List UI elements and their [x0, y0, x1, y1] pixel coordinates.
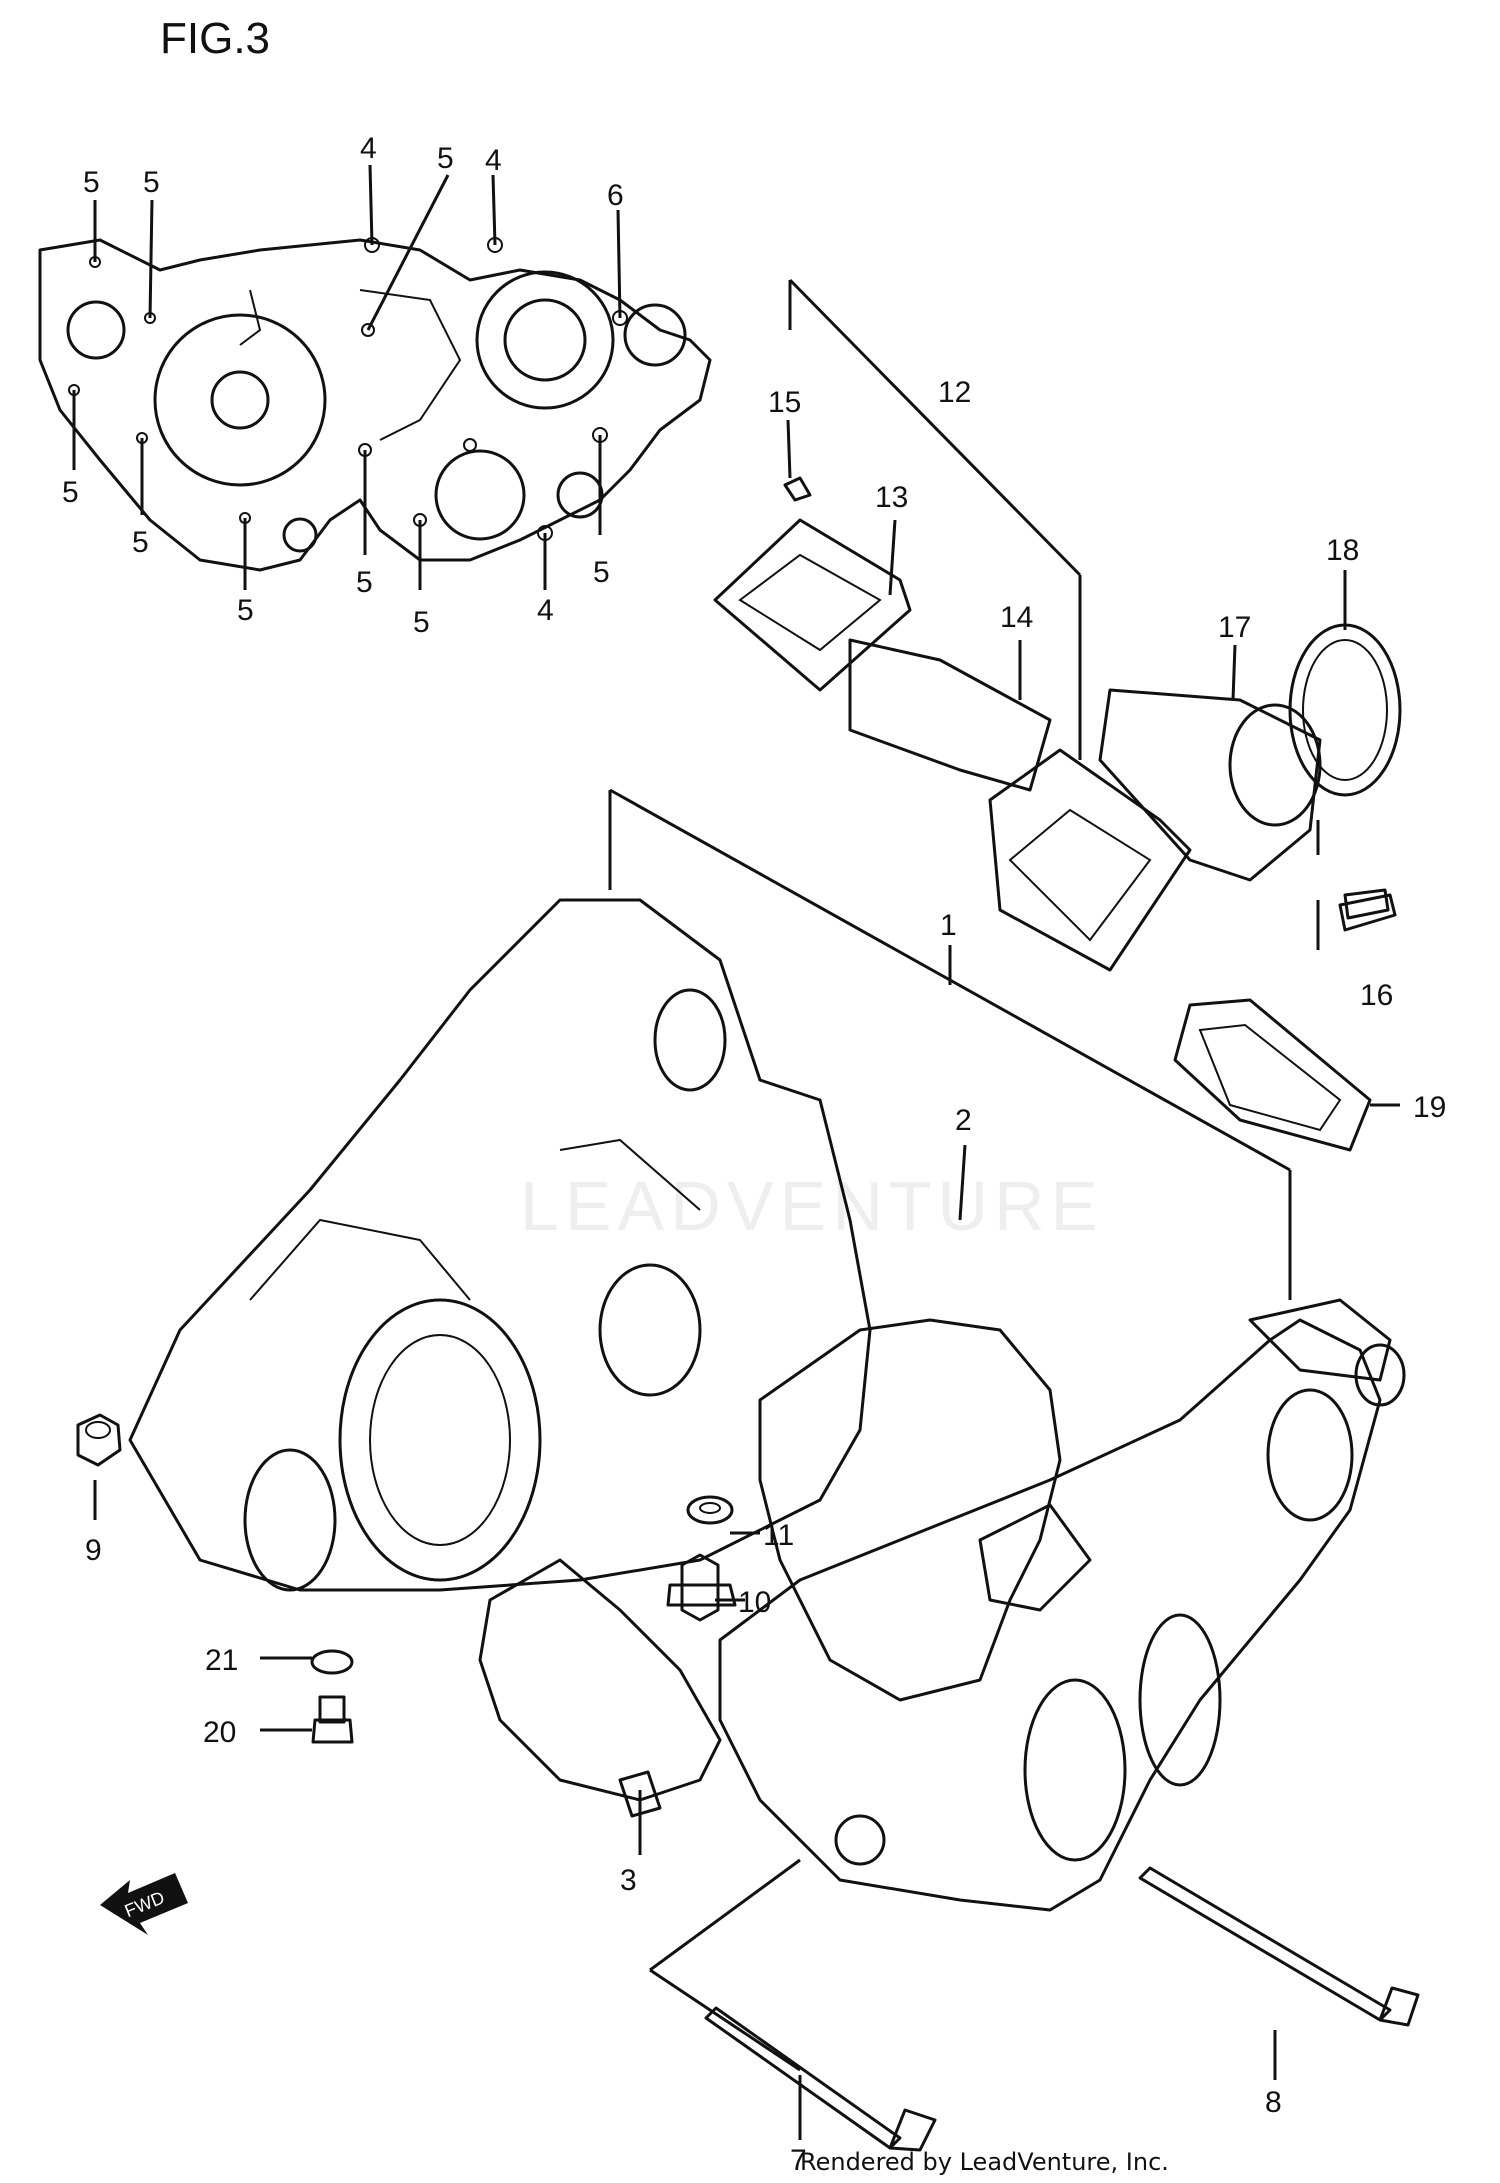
figure-title: FIG.3 — [160, 14, 271, 63]
callout-19: 19 — [1413, 1091, 1446, 1124]
callout-5: 5 — [62, 476, 79, 509]
callout-16: 16 — [1360, 979, 1393, 1012]
callout-5: 5 — [356, 566, 373, 599]
callout-18: 18 — [1326, 534, 1359, 567]
callout-12: 12 — [938, 376, 971, 409]
crankcase-gasket-drawing — [38, 237, 712, 572]
watermark-text: LEADVENTURE — [520, 1167, 1103, 1245]
callout-17: 17 — [1218, 611, 1251, 644]
callout-14: 14 — [1000, 601, 1033, 634]
callout-13: 13 — [875, 481, 908, 514]
small-parts-drawing — [76, 888, 1420, 2152]
callout-2: 2 — [955, 1104, 972, 1137]
callout-labels: 5 5 4 5 4 6 5 5 5 5 5 4 5 15 12 13 14 17… — [62, 132, 1446, 2177]
callout-4: 4 — [485, 144, 502, 177]
callout-3: 3 — [620, 1864, 637, 1897]
leader-lines — [72, 164, 1400, 2140]
callout-11: 11 — [763, 1519, 794, 1552]
callout-5: 5 — [413, 606, 430, 639]
callout-9: 9 — [85, 1534, 102, 1567]
callout-8: 8 — [1265, 2086, 1282, 2119]
callout-21: 21 — [205, 1644, 238, 1677]
callout-20: 20 — [203, 1716, 236, 1749]
callout-4: 4 — [360, 132, 377, 165]
crankcase-halves-drawing — [128, 898, 1406, 1912]
reed-valve-assembly-drawing — [713, 476, 1402, 1152]
fwd-arrow: FWD — [100, 1873, 188, 1935]
callout-5: 5 — [593, 556, 610, 589]
callout-5: 5 — [143, 166, 160, 199]
callout-1: 1 — [940, 909, 957, 942]
callout-4: 4 — [537, 594, 554, 627]
callout-10: 10 — [738, 1586, 771, 1619]
callout-5: 5 — [83, 166, 100, 199]
callout-5: 5 — [132, 526, 149, 559]
callout-15: 15 — [768, 386, 801, 419]
callout-6: 6 — [607, 179, 624, 212]
callout-5: 5 — [437, 142, 454, 175]
callout-7: 7 — [790, 2144, 807, 2177]
credit-text: Rendered by LeadVenture, Inc. — [800, 2148, 1169, 2176]
callout-5: 5 — [237, 594, 254, 627]
